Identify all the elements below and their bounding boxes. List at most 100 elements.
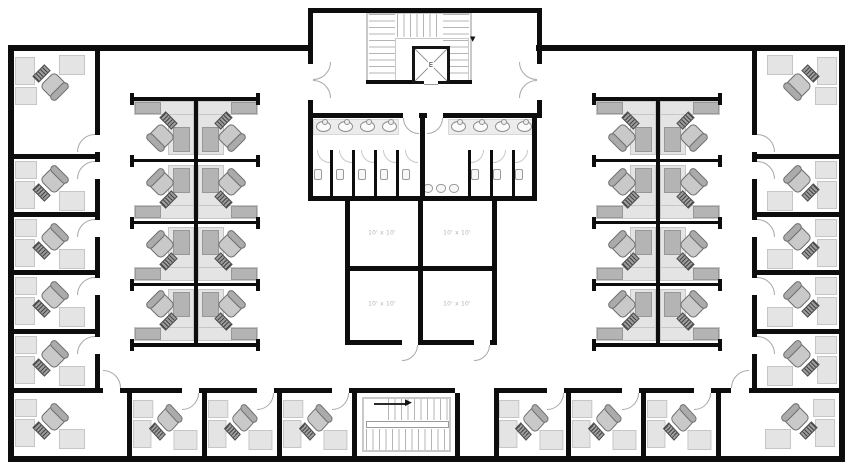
- wall: [95, 179, 100, 220]
- office-desk: [817, 297, 837, 325]
- wall: [757, 154, 845, 159]
- office-side-table: [59, 55, 85, 75]
- stairs-direction-icon: ▼: [470, 35, 476, 43]
- wall: [95, 295, 100, 337]
- wall: [752, 51, 757, 135]
- stall-door-arc: [361, 150, 374, 163]
- toilet: [493, 169, 501, 180]
- cubicle-storage: [231, 268, 257, 280]
- bottom-stair-divider: [366, 421, 449, 428]
- cubicle-storage: [664, 230, 681, 255]
- cubicle-storage: [202, 168, 219, 193]
- wall: [839, 45, 845, 462]
- cubicle-storage: [664, 127, 681, 152]
- office-desk-set: [647, 400, 721, 450]
- cubicle-workstation: [596, 287, 656, 341]
- wall: [374, 150, 377, 196]
- office-side-table: [767, 55, 793, 75]
- wall: [95, 237, 100, 278]
- wall: [8, 329, 100, 334]
- office-cabinet: [15, 161, 37, 179]
- wall: [127, 393, 132, 456]
- wall: [594, 221, 720, 224]
- wall: [8, 212, 100, 217]
- office-cabinet: [813, 399, 835, 417]
- bathroom-sink: [316, 119, 331, 132]
- cubicle-storage: [693, 268, 719, 280]
- office-cabinet: [15, 87, 37, 105]
- office-desk-set: [499, 400, 573, 450]
- cubicle-storage: [231, 102, 257, 114]
- office-desk: [133, 420, 152, 448]
- wall: [256, 339, 260, 351]
- wall: [594, 159, 720, 162]
- office-side-table: [248, 430, 273, 450]
- cubicle-storage: [135, 268, 161, 280]
- office-desk: [647, 420, 666, 448]
- wall: [757, 270, 845, 275]
- cubicle-workstation: [134, 163, 194, 219]
- wall: [512, 150, 515, 196]
- wall: [8, 456, 845, 462]
- stairs-direction-icon: ▶: [405, 398, 412, 408]
- cubicle-workstation: [596, 163, 656, 219]
- cubicle-storage: [597, 328, 623, 340]
- door-swing-arc: [313, 62, 331, 80]
- wall: [396, 150, 399, 196]
- elevator-door: [424, 80, 438, 85]
- office-side-table: [687, 430, 712, 450]
- toilet: [314, 169, 322, 180]
- urinal: [436, 184, 446, 193]
- office-side-table: [765, 429, 791, 449]
- sink-counter: [313, 119, 399, 135]
- cubicle-workstation: [660, 225, 720, 281]
- wall: [468, 150, 471, 196]
- wall: [537, 8, 542, 64]
- door-swing-arc: [313, 80, 331, 98]
- office-side-table: [59, 191, 85, 211]
- top-stair-flight-upper: [397, 14, 441, 37]
- door-swing-arc: [519, 62, 537, 80]
- bathroom-sink: [360, 119, 375, 132]
- cubicle-storage: [635, 292, 652, 317]
- stall-door-arc: [317, 150, 330, 163]
- wall: [130, 93, 134, 105]
- office-desk: [499, 420, 518, 448]
- wall: [308, 196, 537, 201]
- office-cabinet: [15, 277, 37, 295]
- wall: [718, 217, 722, 229]
- door-swing-arc: [474, 345, 490, 361]
- office-desk-set: [15, 336, 95, 386]
- wall: [256, 155, 260, 167]
- bathroom-sink: [382, 119, 397, 132]
- wall: [132, 283, 258, 286]
- bathroom-sink: [495, 119, 510, 132]
- office-side-table: [612, 430, 637, 450]
- wall: [718, 155, 722, 167]
- office-desk: [15, 297, 35, 325]
- wall: [349, 388, 356, 393]
- cubicle-storage: [635, 230, 652, 255]
- office-cabinet: [815, 219, 837, 237]
- wall: [711, 388, 721, 393]
- bottom-stair-flight-lower: [366, 429, 449, 450]
- wall: [256, 217, 260, 229]
- toilet: [380, 169, 388, 180]
- door-swing-arc: [103, 370, 121, 388]
- wall: [95, 51, 100, 135]
- room-size-label: 10' x 10': [443, 229, 471, 237]
- wall: [130, 339, 134, 351]
- cubicle-storage: [231, 206, 257, 218]
- wall: [132, 343, 258, 347]
- cubicle-storage: [597, 102, 623, 114]
- wall: [202, 393, 207, 456]
- office-cabinet: [283, 400, 304, 418]
- wall: [8, 270, 100, 275]
- wall: [420, 118, 425, 201]
- urinal: [449, 184, 459, 193]
- wall: [594, 283, 720, 286]
- elevator: E: [412, 46, 450, 85]
- wall: [490, 340, 497, 345]
- wall: [130, 155, 134, 167]
